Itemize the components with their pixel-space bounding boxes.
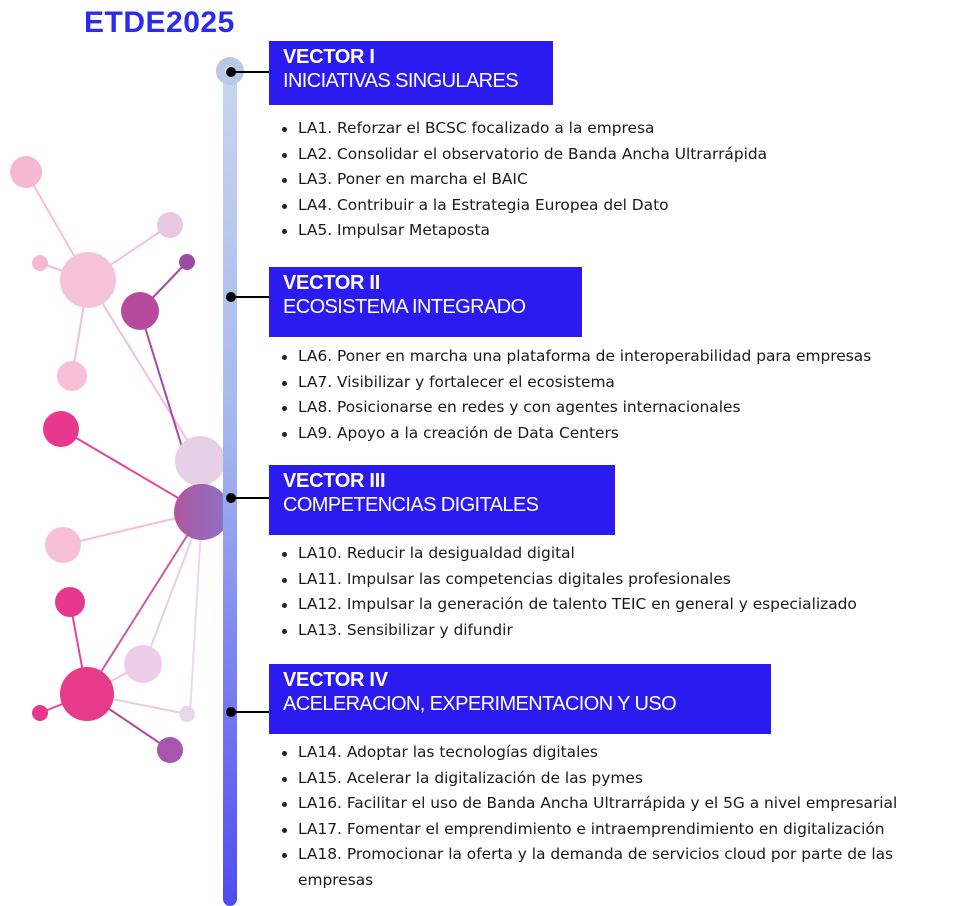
vector-2-subtitle: ECOSISTEMA INTEGRADO xyxy=(283,296,526,318)
vector-3-header: VECTOR III COMPETENCIAS DIGITALES xyxy=(269,465,615,535)
vector-4-list: LA14. Adoptar las tecnologías digitales … xyxy=(280,740,966,894)
list-item: LA15. Acelerar la digitalización de las … xyxy=(280,766,966,792)
network-node xyxy=(57,361,87,391)
list-item: LA9. Apoyo a la creación de Data Centers xyxy=(280,421,871,447)
network-node xyxy=(10,156,42,188)
network-link xyxy=(87,279,201,462)
network-node xyxy=(55,587,85,617)
list-item: LA13. Sensibilizar y difundir xyxy=(280,618,857,644)
vector-4-title: VECTOR IV xyxy=(283,669,388,691)
list-item: LA14. Adoptar las tecnologías digitales xyxy=(280,740,966,766)
vector-4-subtitle: ACELERACION, EXPERIMENTACION Y USO xyxy=(283,693,677,715)
network-link xyxy=(86,511,203,695)
network-node xyxy=(45,527,81,563)
list-item: LA7. Visibilizar y fortalecer el ecosist… xyxy=(280,370,871,396)
vector-2-list: LA6. Poner en marcha una plataforma de i… xyxy=(280,344,871,446)
page-title: ETDE2025 xyxy=(84,6,235,39)
list-item: LA1. Reforzar el BCSC focalizado a la em… xyxy=(280,116,767,142)
connector-dot xyxy=(226,493,236,503)
network-node xyxy=(157,737,183,763)
network-link xyxy=(189,511,203,715)
list-item: LA17. Fomentar el emprendimiento e intra… xyxy=(280,817,966,843)
vector-3-title: VECTOR III xyxy=(283,470,386,492)
vector-1-header: VECTOR I INICIATIVAS SINGULARES xyxy=(269,41,553,105)
network-node xyxy=(175,436,225,486)
network-node xyxy=(179,706,195,722)
connector-dot xyxy=(226,292,236,302)
connector-vector-1 xyxy=(226,67,270,77)
network-node xyxy=(179,254,195,270)
list-item: LA5. Impulsar Metaposta xyxy=(280,218,767,244)
network-decoration xyxy=(10,156,230,763)
network-node xyxy=(174,484,230,540)
connector-dot xyxy=(226,67,236,77)
list-item: LA3. Poner en marcha el BAIC xyxy=(280,167,767,193)
network-node xyxy=(32,705,48,721)
list-item: LA4. Contribuir a la Estrategia Europea … xyxy=(280,193,767,219)
vector-4-header: VECTOR IV ACELERACION, EXPERIMENTACION Y… xyxy=(269,664,771,734)
network-node xyxy=(60,252,116,308)
network-node xyxy=(124,645,162,683)
vector-2-header: VECTOR II ECOSISTEMA INTEGRADO xyxy=(269,267,582,337)
network-node xyxy=(43,411,79,447)
list-item: LA16. Facilitar el uso de Banda Ancha Ul… xyxy=(280,791,966,817)
vector-1-list: LA1. Reforzar el BCSC focalizado a la em… xyxy=(280,116,767,244)
list-item: LA12. Impulsar la generación de talento … xyxy=(280,592,857,618)
network-node xyxy=(60,667,114,721)
list-item: LA10. Reducir la desigualdad digital xyxy=(280,541,857,567)
vector-1-title: VECTOR I xyxy=(283,46,375,68)
list-item: LA2. Consolidar el observatorio de Banda… xyxy=(280,142,767,168)
vector-2-title: VECTOR II xyxy=(283,272,380,294)
network-node xyxy=(157,212,183,238)
list-item: LA8. Posicionarse en redes y con agentes… xyxy=(280,395,871,421)
vector-3-list: LA10. Reducir la desigualdad digital LA1… xyxy=(280,541,857,643)
vector-1-subtitle: INICIATIVAS SINGULARES xyxy=(283,70,519,92)
list-item: LA18. Promocionar la oferta y la demanda… xyxy=(280,842,966,893)
connector-vector-3 xyxy=(226,493,270,503)
list-item: LA11. Impulsar las competencias digitale… xyxy=(280,567,857,593)
list-item: LA6. Poner en marcha una plataforma de i… xyxy=(280,344,871,370)
network-node xyxy=(32,255,48,271)
network-node xyxy=(121,292,159,330)
vector-3-subtitle: COMPETENCIAS DIGITALES xyxy=(283,494,539,516)
timeline-bar xyxy=(223,68,237,906)
connector-vector-4 xyxy=(226,707,270,717)
connector-dot xyxy=(226,707,236,717)
connector-vector-2 xyxy=(226,292,270,302)
